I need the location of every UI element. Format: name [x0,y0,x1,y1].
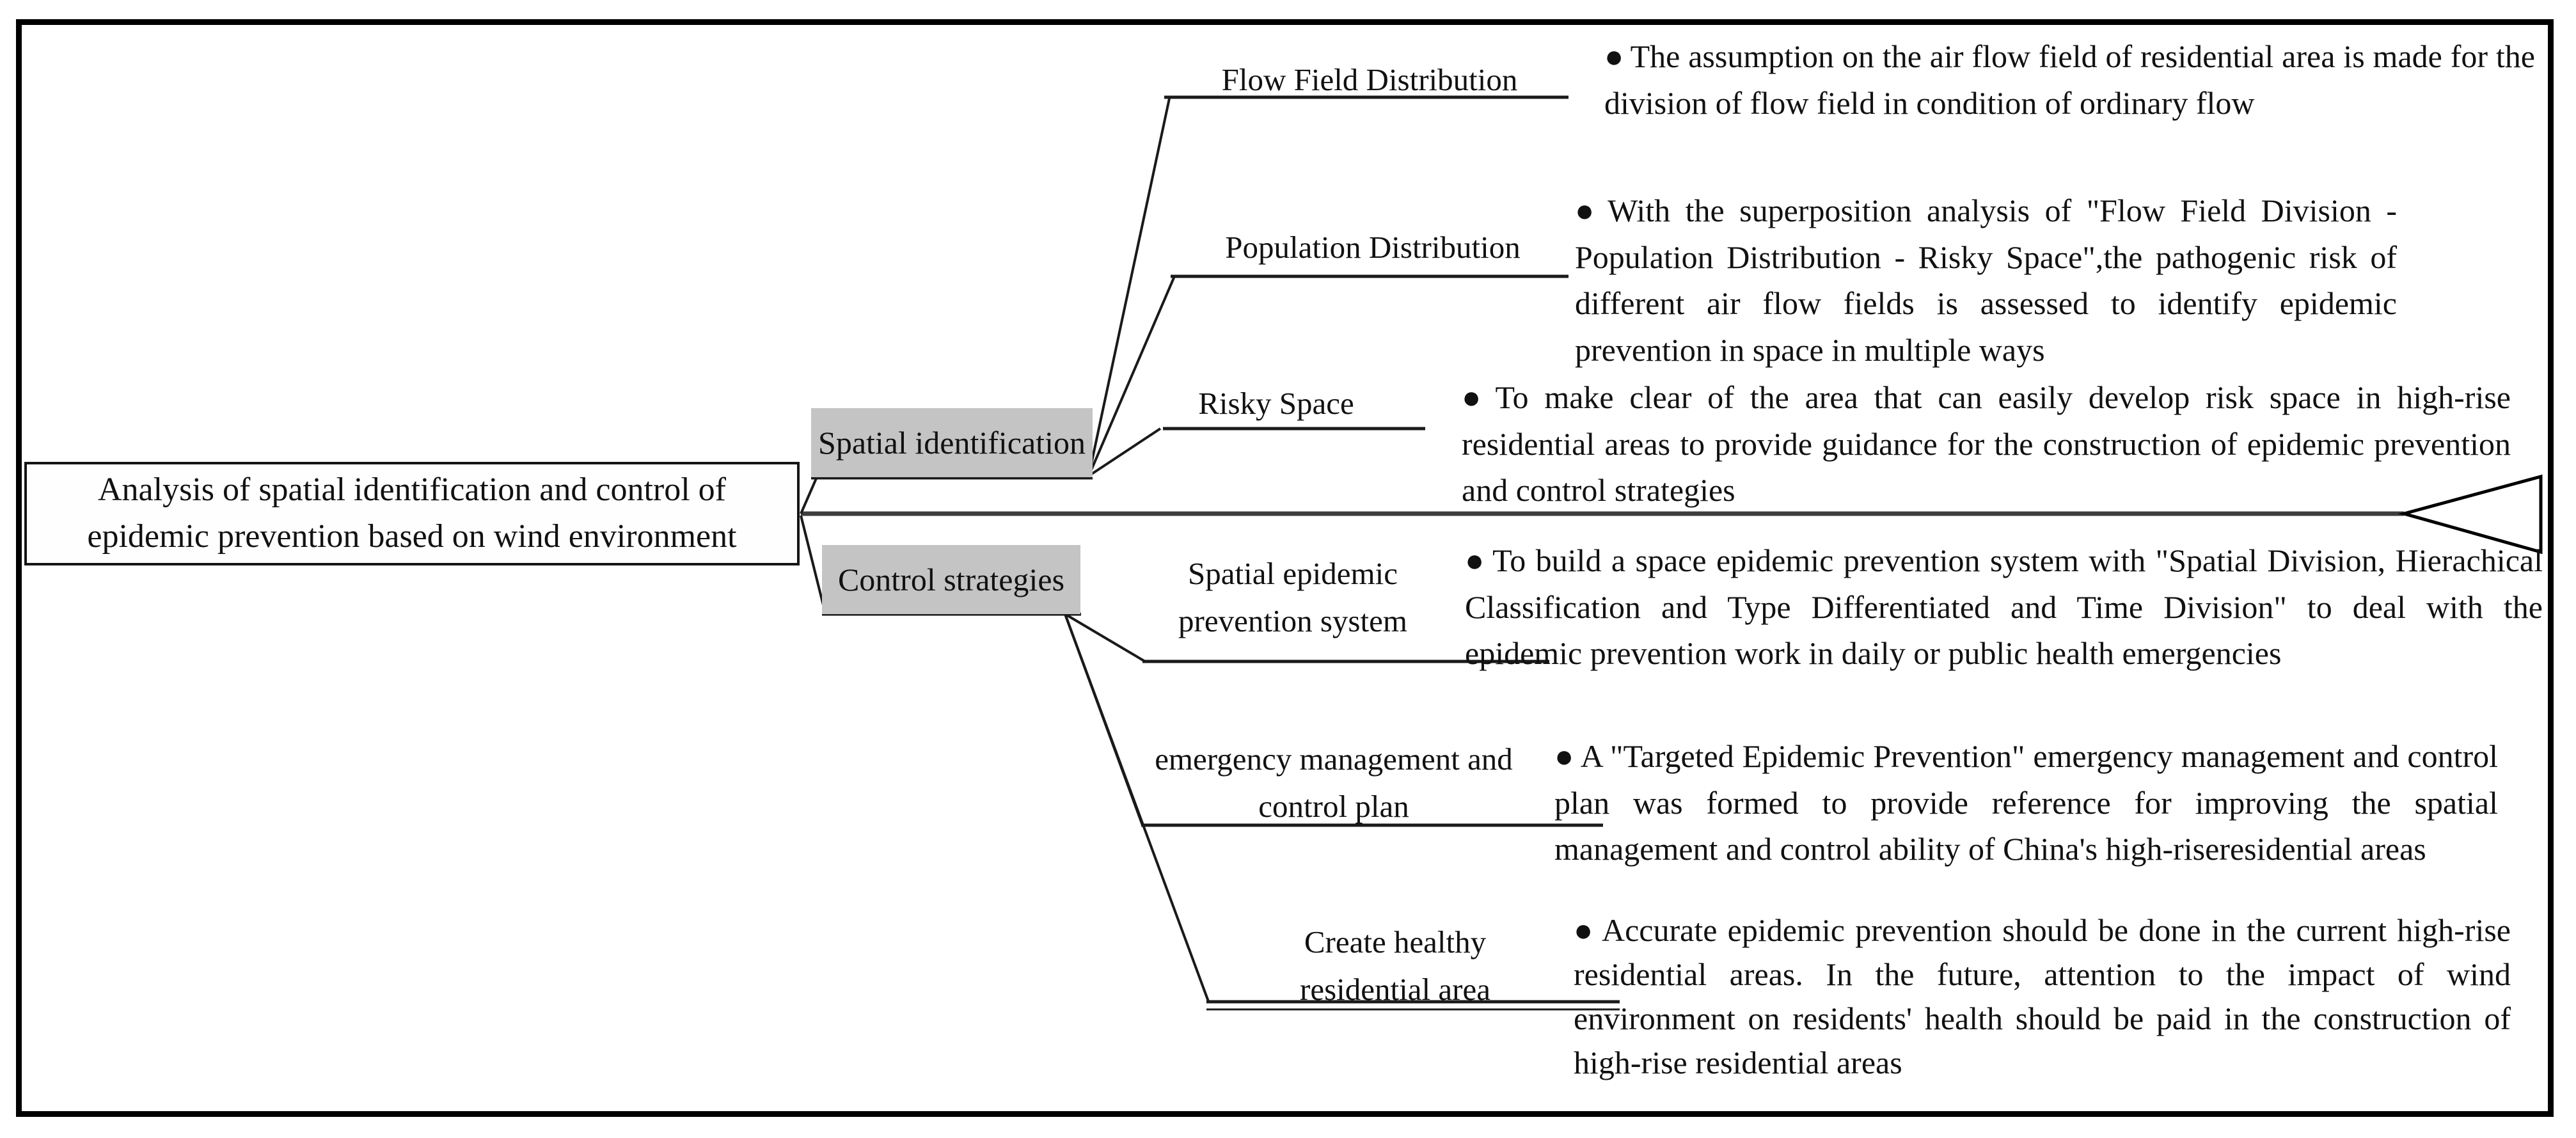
group-label-control-strategies: Control strategies [822,545,1080,614]
bullet-icon: ● [1554,738,1574,774]
description-text: A "Targeted Epidemic Prevention" emergen… [1554,738,2498,867]
description-flow-field-distribution: ●The assumption on the air flow field of… [1604,33,2535,126]
branch-label-text: emergency management and control plan [1155,741,1513,824]
description-emergency-plan: ●A "Targeted Epidemic Prevention" emerge… [1554,733,2498,873]
branch-label-text: Risky Space [1198,386,1354,421]
root-node: Analysis of spatial identification and c… [24,462,800,565]
branch-label-prevention-system: Spatial epidemic prevention system [1142,550,1443,644]
description-text: To build a space epidemic prevention sys… [1465,542,2543,671]
group-label-spatial-identification: Spatial identification [811,408,1093,477]
description-risky-space: ●To make clear of the area that can easi… [1462,374,2511,514]
bullet-icon: ● [1462,379,1489,415]
branch-label-text: Population Distribution [1225,230,1521,265]
group-label-text: Control strategies [837,561,1065,597]
description-prevention-system: ●To build a space epidemic prevention sy… [1465,537,2543,677]
branch-label-text: Create healthy residential area [1300,924,1490,1007]
description-healthy-area: ●Accurate epidemic prevention should be … [1574,908,2511,1085]
branch-label-text: Spatial epidemic prevention system [1178,556,1407,638]
bullet-icon: ● [1604,38,1624,74]
branch-label-population-distribution: Population Distribution [1174,224,1571,271]
description-text: With the superposition analysis of "Flow… [1575,193,2397,368]
outer-border [16,19,2554,1117]
root-node-title: Analysis of spatial identification and c… [87,471,737,555]
branch-label-text: Flow Field Distribution [1221,62,1518,97]
description-text: The assumption on the air flow field of … [1604,38,2535,121]
branch-label-risky-space: Risky Space [1171,380,1382,427]
group-label-text: Spatial identification [818,424,1086,461]
branch-label-emergency-plan: emergency management and control plan [1132,736,1535,830]
bullet-icon: ● [1575,193,1602,228]
description-text: Accurate epidemic prevention should be d… [1574,912,2511,1080]
branch-label-flow-field-distribution: Flow Field Distribution [1168,56,1571,104]
description-text: To make clear of the area that can easil… [1462,379,2511,508]
description-population-distribution: ●With the superposition analysis of "Flo… [1575,187,2397,373]
bullet-icon: ● [1465,542,1487,578]
branch-label-healthy-area: Create healthy residential area [1258,919,1533,1013]
bullet-icon: ● [1574,912,1595,948]
